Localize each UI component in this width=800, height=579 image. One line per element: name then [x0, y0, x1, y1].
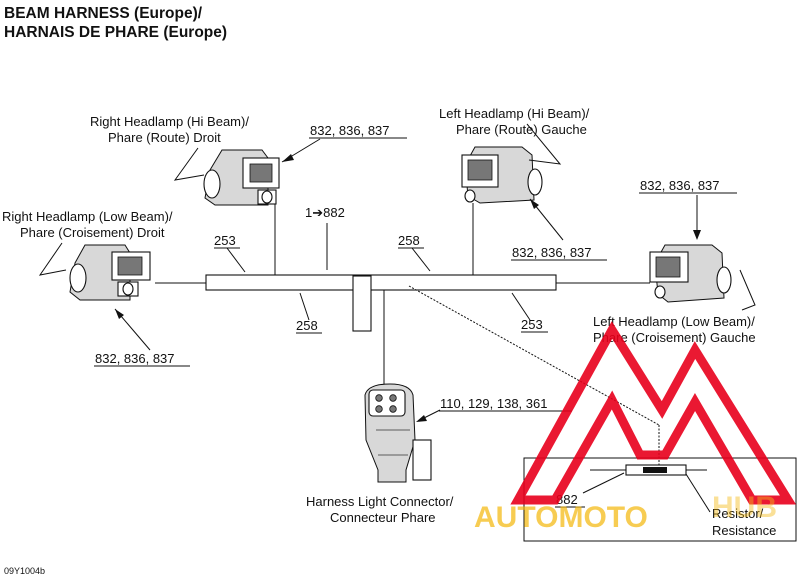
ref-253-left: 253 — [214, 233, 236, 248]
ref-258-bottom: 258 — [296, 318, 318, 333]
figure-code: 09Y1004b — [4, 566, 45, 576]
main-ref: 1➔882 — [305, 205, 345, 220]
right-hi-ref: 832, 836, 837 — [310, 123, 390, 138]
connector-label-1: Harness Light Connector/ — [306, 494, 454, 509]
watermark-text-a: AUTOMOTO — [474, 501, 648, 534]
title-line-2: HARNAIS DE PHARE (Europe) — [4, 24, 227, 41]
right-low-ref: 832, 836, 837 — [95, 351, 175, 366]
right-low-label-1: Right Headlamp (Low Beam)/ — [2, 209, 173, 224]
title-line-1: BEAM HARNESS (Europe)/ — [4, 5, 203, 22]
left-low-label-1: Left Headlamp (Low Beam)/ — [593, 314, 755, 329]
ref-253-right: 253 — [521, 317, 543, 332]
left-low-label-2: Phare (Croisement) Gauche — [593, 330, 756, 345]
left-hi-beam-headlamp — [461, 123, 564, 241]
right-hi-label-2: Phare (Route) Droit — [108, 130, 221, 145]
connector-ref: 110, 129, 138, 361 — [440, 396, 547, 411]
watermark: AUTOMOTO HUB — [474, 321, 797, 534]
connector-label-2: Connecteur Phare — [330, 510, 436, 525]
left-hi-label-1: Left Headlamp (Hi Beam)/ — [439, 106, 590, 121]
resistor-label-1: Resistor/ — [712, 506, 764, 521]
right-hi-beam-headlamp — [173, 138, 321, 206]
watermark-logo-icon — [510, 321, 797, 505]
harness-light-connector — [364, 383, 441, 483]
right-hi-label-1: Right Headlamp (Hi Beam)/ — [90, 114, 249, 129]
right-low-beam-headlamp — [38, 242, 151, 351]
watermark-text-b: HUB — [712, 491, 777, 524]
left-low-beam-headlamp — [649, 195, 756, 311]
resistor-label-2: Resistance — [712, 523, 776, 538]
left-hi-label-2: Phare (Route) Gauche — [456, 122, 587, 137]
right-low-label-2: Phare (Croisement) Droit — [20, 225, 165, 240]
left-low-ref: 832, 836, 837 — [640, 178, 720, 193]
left-hi-ref: 832, 836, 837 — [512, 245, 592, 260]
ref-258-top: 258 — [398, 233, 420, 248]
